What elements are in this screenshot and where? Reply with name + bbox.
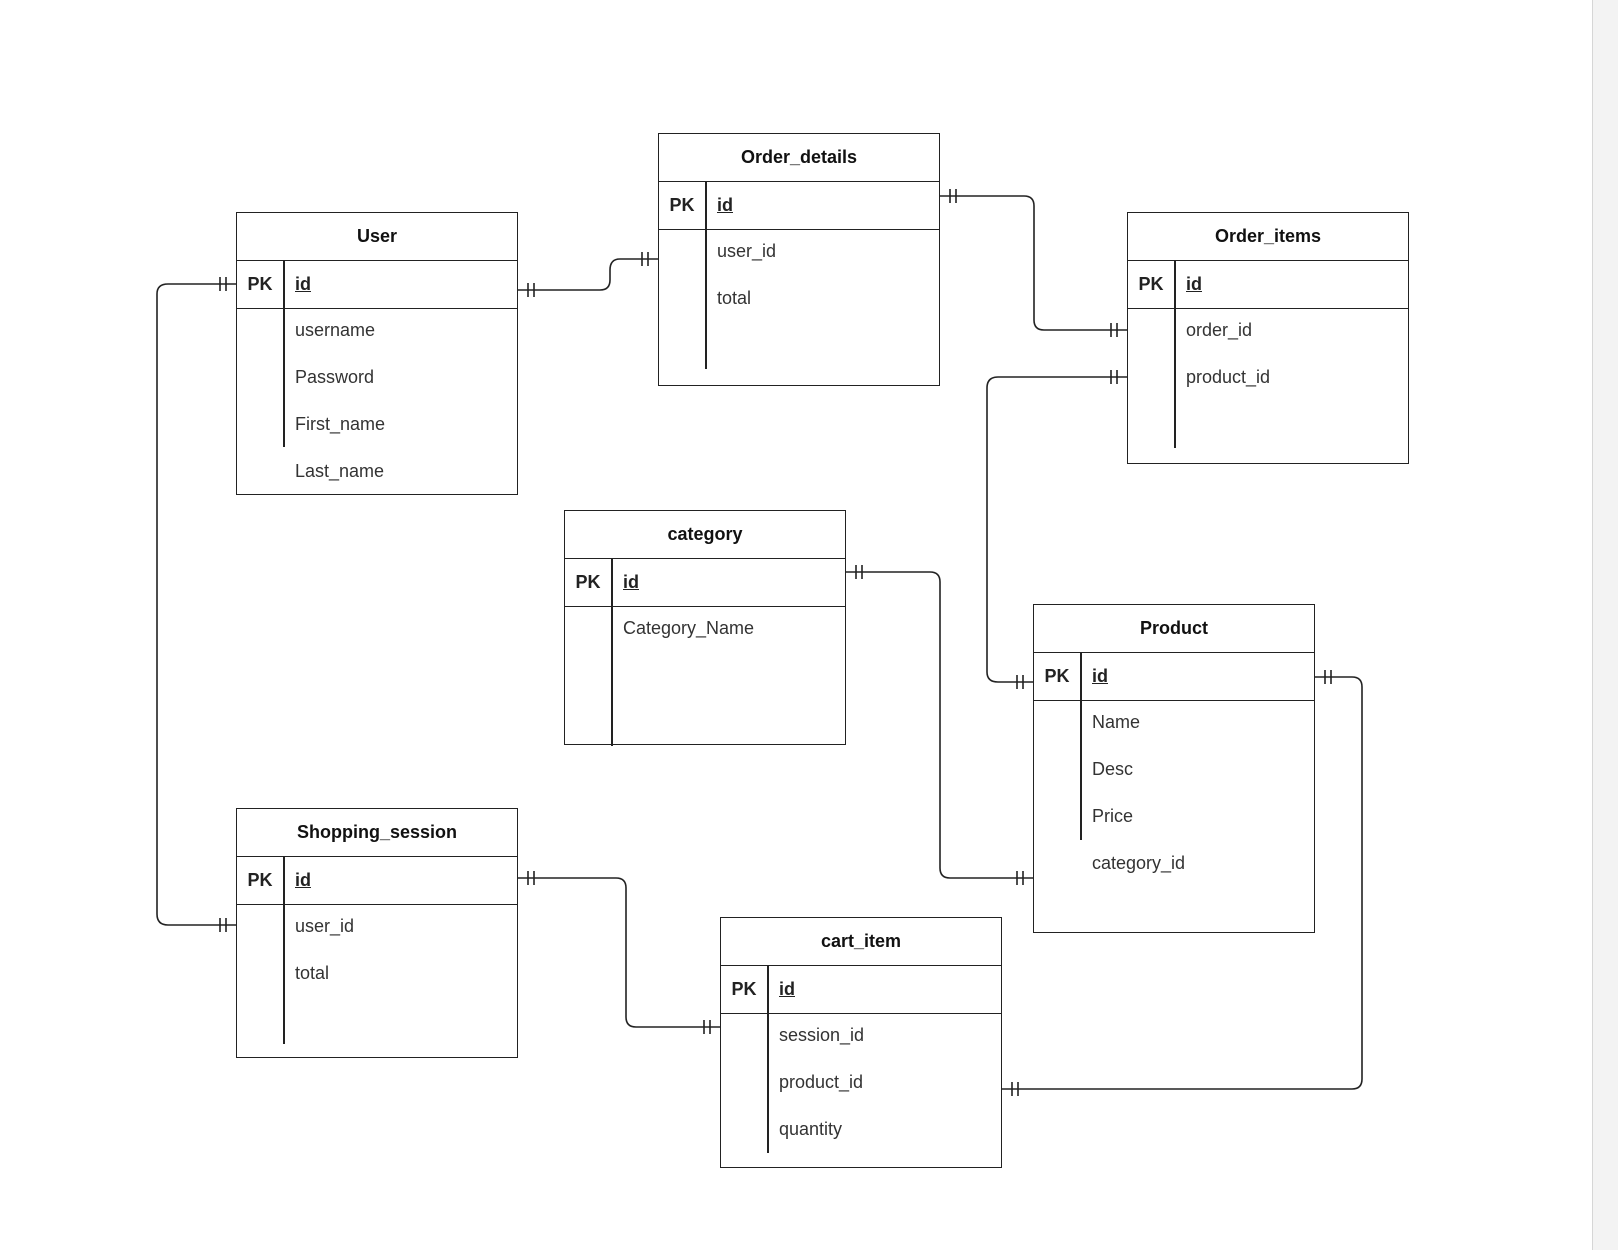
entity-product[interactable]: Product PK id Name Desc Price category_i… xyxy=(1033,604,1315,933)
pk-field: id xyxy=(295,870,311,890)
pk-label: PK xyxy=(731,979,757,999)
attribute: Password xyxy=(295,367,375,387)
primary-key-row: PK id xyxy=(721,966,1001,1014)
entity-title: User xyxy=(237,213,517,261)
pk-field: id xyxy=(295,274,311,294)
attribute: user_id xyxy=(295,916,355,936)
connector-user-shopping-session xyxy=(156,283,236,926)
attribute: Last_name xyxy=(295,461,385,481)
cardinality-one-marker xyxy=(703,1020,711,1034)
attribute: total xyxy=(717,288,752,308)
pk-label: PK xyxy=(669,195,695,215)
connector-product-order-items xyxy=(986,376,1127,683)
cardinality-one-marker xyxy=(219,277,227,291)
column-divider xyxy=(705,182,707,229)
primary-key-row: PK id xyxy=(1128,261,1408,309)
pk-label: PK xyxy=(575,572,601,592)
attribute: order_id xyxy=(1186,320,1253,340)
entity-title: Order_items xyxy=(1128,213,1408,261)
entity-user[interactable]: User PK id username Password First_name … xyxy=(236,212,518,495)
primary-key-row: PK id xyxy=(237,261,517,309)
column-divider xyxy=(283,307,285,447)
pk-field: id xyxy=(1186,274,1202,294)
connector-user-order-details xyxy=(518,258,658,291)
attribute: product_id xyxy=(779,1072,864,1092)
pk-label: PK xyxy=(1044,666,1070,686)
cardinality-one-marker xyxy=(527,283,535,297)
attribute: Category_Name xyxy=(623,618,755,638)
pk-field: id xyxy=(623,572,639,592)
attribute: total xyxy=(295,963,330,983)
column-divider xyxy=(1174,307,1176,448)
connector-category-product xyxy=(846,571,1033,879)
attribute: First_name xyxy=(295,414,386,434)
attribute: product_id xyxy=(1186,367,1271,387)
primary-key-row: PK id xyxy=(1034,653,1314,701)
pk-label: PK xyxy=(247,870,273,890)
attribute: user_id xyxy=(717,241,777,261)
pk-label: PK xyxy=(1138,274,1164,294)
cardinality-one-marker xyxy=(1110,370,1118,384)
cardinality-one-marker xyxy=(1016,871,1024,885)
attribute: Desc xyxy=(1092,759,1134,779)
pk-label: PK xyxy=(247,274,273,294)
cardinality-one-marker xyxy=(527,871,535,885)
column-divider xyxy=(283,261,285,308)
entity-shopping-session[interactable]: Shopping_session PK id user_id total xyxy=(236,808,518,1058)
pk-field: id xyxy=(779,979,795,999)
canvas-right-gutter xyxy=(1592,0,1618,1250)
connector-product-cart-item xyxy=(1002,676,1363,1090)
entity-cart-item[interactable]: cart_item PK id session_id product_id qu… xyxy=(720,917,1002,1168)
column-divider xyxy=(767,1012,769,1153)
entity-title: Order_details xyxy=(659,134,939,182)
cardinality-one-marker xyxy=(1011,1082,1019,1096)
attribute: category_id xyxy=(1092,853,1186,873)
connector-order-details-order-items xyxy=(940,195,1127,331)
attribute: Name xyxy=(1092,712,1141,732)
attribute: Price xyxy=(1092,806,1134,826)
column-divider xyxy=(1080,653,1082,700)
column-divider xyxy=(705,228,707,369)
entity-order-details[interactable]: Order_details PK id user_id total xyxy=(658,133,940,386)
column-divider xyxy=(283,903,285,1044)
column-divider xyxy=(611,559,613,606)
column-divider xyxy=(767,966,769,1013)
attribute: username xyxy=(295,320,376,340)
cardinality-one-marker xyxy=(1016,675,1024,689)
cardinality-one-marker xyxy=(219,918,227,932)
column-divider xyxy=(1080,699,1082,840)
attribute: quantity xyxy=(779,1119,843,1139)
attribute: session_id xyxy=(779,1025,865,1045)
primary-key-row: PK id xyxy=(565,559,845,607)
entity-title: cart_item xyxy=(721,918,1001,966)
column-divider xyxy=(611,605,613,746)
cardinality-one-marker xyxy=(641,252,649,266)
cardinality-one-marker xyxy=(949,189,957,203)
pk-field: id xyxy=(1092,666,1108,686)
column-divider xyxy=(1174,261,1176,308)
entity-order-items[interactable]: Order_items PK id order_id product_id xyxy=(1127,212,1409,464)
cardinality-one-marker xyxy=(1324,670,1332,684)
connector-shopping-session-cart-item xyxy=(518,877,720,1028)
entity-category[interactable]: category PK id Category_Name xyxy=(564,510,846,746)
cardinality-one-marker xyxy=(1110,323,1118,337)
entity-title: Product xyxy=(1034,605,1314,653)
pk-field: id xyxy=(717,195,733,215)
entity-title: Shopping_session xyxy=(237,809,517,857)
cardinality-one-marker xyxy=(855,565,863,579)
primary-key-row: PK id xyxy=(659,182,939,230)
primary-key-row: PK id xyxy=(237,857,517,905)
entity-title: category xyxy=(565,511,845,559)
column-divider xyxy=(283,857,285,904)
